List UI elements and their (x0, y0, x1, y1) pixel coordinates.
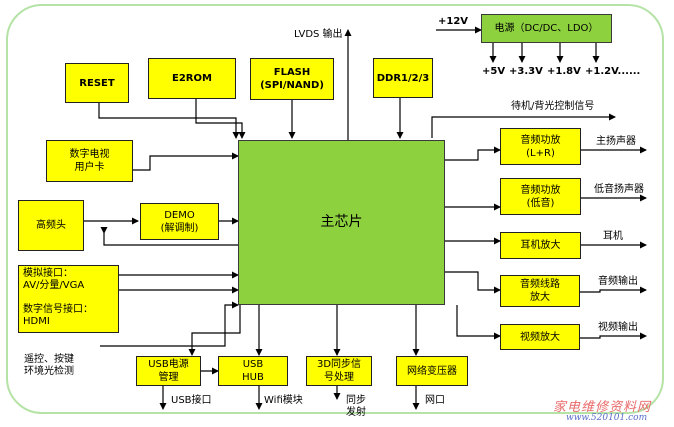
rail-1v2-label: +1.2V...... (585, 66, 641, 77)
network-transformer-block: 网络变压器 (396, 356, 468, 386)
v12-label: +12V (438, 16, 469, 27)
flash-block: FLASH (SPI/NAND) (250, 58, 334, 100)
rail-1v8-label: +1.8V (547, 66, 581, 77)
interfaces-block: 模拟接口： AV/分量/VGA 数字信号接口： HDMI (18, 265, 119, 333)
sync-3d-block: 3D同步信 号处理 (306, 356, 372, 386)
watermark-url: www.520101.com (566, 413, 648, 423)
main-audio-amp-block: 音频功放 (L+R) (500, 128, 581, 165)
usb-port-label: USB接口 (171, 395, 212, 406)
watermark-title: 家电维修资料网 (553, 400, 652, 415)
remote-label: 遥控、按键 环境光检测 (24, 354, 74, 377)
bass-speaker-label: 低音扬声器 (594, 184, 644, 195)
demodulator-block: DEMO (解调制) (140, 203, 219, 240)
net-port-label: 网口 (425, 395, 445, 406)
usb-power-block: USB电源 管理 (136, 356, 201, 386)
lvds-label: LVDS 输出 (294, 29, 343, 40)
standby-label: 待机/背光控制信号 (511, 101, 595, 112)
power-supply-block: 电源（DC/DC、LDO） (481, 14, 612, 43)
headphone-label: 耳机 (603, 231, 623, 242)
video-amp-block: 视频放大 (500, 324, 580, 350)
e2rom-block: E2ROM (148, 58, 236, 99)
audio-out-label: 音频输出 (598, 276, 638, 287)
sync-tx-label: 同步 发射 (346, 395, 366, 418)
rail-5v-label: +5V (482, 66, 506, 77)
ddr-block: DDR1/2/3 (373, 58, 433, 98)
headphone-amp-block: 耳机放大 (500, 232, 581, 259)
rail-3v3-label: +3.3V (509, 66, 543, 77)
reset-block: RESET (65, 63, 129, 103)
video-out-label: 视频输出 (598, 322, 638, 333)
wifi-label: Wifi模块 (264, 395, 303, 406)
main-chip: 主芯片 (238, 140, 445, 305)
usb-hub-block: USB HUB (218, 356, 288, 386)
main-speaker-label: 主扬声器 (596, 136, 636, 147)
bass-audio-amp-block: 音频功放 (低音) (500, 178, 581, 215)
line-out-amp-block: 音频线路 放大 (500, 275, 580, 307)
rounded-frame (6, 4, 664, 414)
tuner-block: 高频头 (18, 200, 84, 251)
ca-card-block: 数字电视 用户卡 (46, 140, 133, 182)
